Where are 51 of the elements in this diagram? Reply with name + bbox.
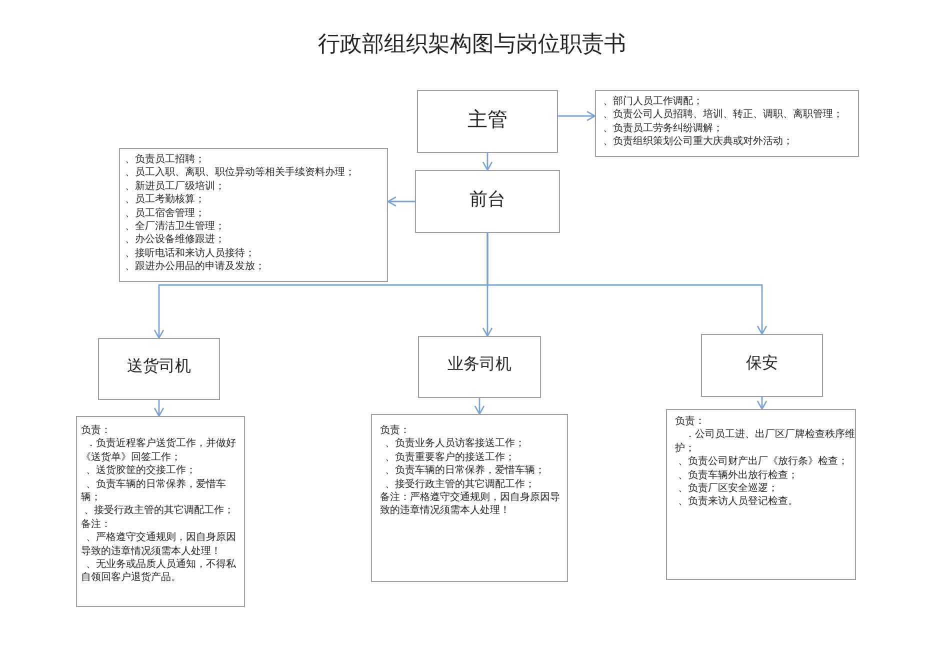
duty-item: 、严格遵守交通规则，因自身原因导致的违章情况须需本人处理！	[81, 531, 237, 558]
duty-item: 、负责车辆外出放行检查；	[677, 468, 799, 482]
duty-item: 、员工入职、离职、职位异动等相关手续资料办理；	[125, 166, 356, 180]
duty-item: 、接受行政主管的其它调配工作；	[384, 478, 536, 492]
duty-item: 备注：严格遵守交通规则，因自身原因导致的违章情况须需本人处理！	[380, 491, 561, 518]
duty-item: 、负责员工招聘；	[125, 153, 206, 166]
duty-item: 、接听电话和来访人员接待；	[125, 246, 256, 260]
connector-arrow	[486, 233, 768, 335]
position-box: 业务司机	[418, 336, 541, 398]
duty-item: 负责：	[675, 415, 706, 428]
duty-item: 、办公设备维修跟进；	[125, 233, 226, 247]
duty-item: 、员工宿舍管理；	[125, 206, 206, 220]
duty-item: 、负责组织策划公司重大庆典或对外活动；	[603, 135, 794, 149]
connector-arrow	[387, 196, 415, 207]
duty-item: 、全厂清洁卫生管理；	[125, 220, 226, 234]
duty-box	[119, 148, 388, 282]
duty-item: 、跟进办公用品的申请及发放；	[125, 260, 266, 274]
duty-item: 、负责车辆的日常保养，爱惜车辆；	[81, 478, 227, 504]
position-box: 送货司机	[98, 338, 220, 400]
duty-box	[666, 409, 856, 580]
duty-item: 、无业务或品质人员通知，不得私自领回客户退货产品。	[81, 558, 237, 585]
position-box: 保安	[701, 334, 823, 397]
duty-item: 备注：	[81, 518, 112, 532]
duty-item: 、负责业务人员访客接送工作；	[384, 437, 526, 451]
connector-arrow	[756, 397, 768, 410]
duty-item: 、负责公司人员招聘、培训、转正、调职、离职管理；	[603, 108, 844, 122]
duty-item: 、负责重要客户的接送工作；	[384, 450, 516, 464]
duty-item: ．公司员工进、出厂区厂牌检查秩序维护；	[675, 428, 855, 456]
duty-item: 、负责厂区安全巡逻；	[677, 482, 779, 496]
duty-item: 、新进员工厂级培训；	[125, 180, 226, 194]
duty-item: 、负责车辆的日常保养，爱惜车辆；	[384, 464, 546, 478]
duty-item: 负责：	[380, 424, 411, 438]
duty-box	[371, 414, 568, 582]
duty-item: 负责：	[81, 424, 112, 438]
duty-item: 、负责公司财产出厂《放行条》检查；	[677, 455, 849, 469]
duty-item: 、负责员工劳务纠纷调解；	[603, 122, 724, 136]
position-box: 前台	[415, 170, 560, 233]
connector-arrow	[482, 153, 493, 171]
page-title: 行政部组织架构图与岗位职责书	[318, 32, 626, 58]
duty-item: ．负责近程客户送货工作，并做好《送货单》回签工作；	[81, 437, 237, 464]
duty-box	[76, 416, 245, 607]
duty-item: 、部门人员工作调配；	[603, 95, 704, 108]
duty-box	[595, 90, 859, 157]
duty-item: 、负责来访人员登记检查。	[677, 495, 799, 509]
connector-arrow	[558, 110, 596, 122]
duty-item: 、接受行政主管的其它调配工作；	[83, 504, 235, 518]
position-box: 主管	[417, 90, 558, 153]
connector-arrow	[474, 398, 485, 415]
connector-arrow	[154, 400, 164, 417]
duty-item: 、员工考勤核算；	[125, 193, 206, 207]
duty-item: 、送货胶筐的交接工作；	[85, 464, 197, 478]
